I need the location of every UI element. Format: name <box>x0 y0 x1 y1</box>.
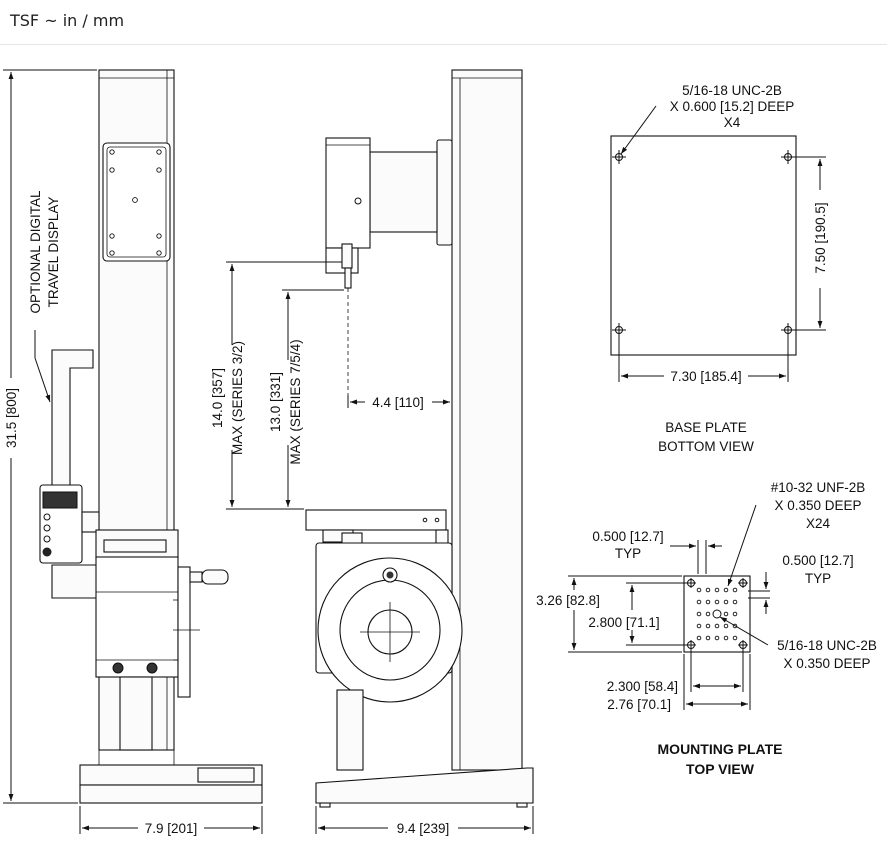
mount-outer-height: 3.26 [82.8] <box>536 593 600 608</box>
mount-thread-hole <box>714 599 720 605</box>
front-view <box>39 69 263 804</box>
page-title: TSF ~ in / mm <box>10 11 125 30</box>
base-plate <box>610 135 797 356</box>
mount-inner-height: 2.800 [71.1] <box>588 615 659 630</box>
throat-dim: 4.4 [110] <box>372 395 424 410</box>
side-width-dim: 9.4 [239] <box>397 821 450 836</box>
mounting-plate <box>683 575 751 653</box>
front-handwheel <box>177 566 191 698</box>
mount-corner-note-1: 5/16-18 UNC-2B <box>777 638 877 653</box>
pitch-left-typ: TYP <box>615 546 641 561</box>
header-divider <box>0 44 887 45</box>
mount-thread-hole <box>723 635 729 641</box>
handwheel-knob <box>201 569 229 585</box>
mount-title-2: TOP VIEW <box>686 761 755 777</box>
mount-outer-width: 2.76 [70.1] <box>607 697 671 712</box>
mount-thread-hole <box>705 623 711 629</box>
mount-thread-hole <box>705 635 711 641</box>
front-carriage <box>95 556 179 678</box>
series32-label: MAX (SERIES 3/2) <box>230 341 245 455</box>
head-block <box>325 137 371 249</box>
pitch-right-value: 0.500 [12.7] <box>782 553 853 568</box>
base-hole-note-3: X4 <box>724 115 741 130</box>
head-flange <box>436 139 453 246</box>
mount-thread-hole <box>723 623 729 629</box>
mount-thread-hole <box>696 599 702 605</box>
mounting-plate-view: #10-32 UNF-2B X 0.350 DEEP X24 0.500 [12… <box>536 480 877 777</box>
mount-thread-hole <box>696 623 702 629</box>
mount-thread-hole <box>732 635 738 641</box>
mount-thread-hole <box>705 599 711 605</box>
side-view <box>305 69 534 808</box>
mount-inner-width: 2.300 [58.4] <box>607 679 678 694</box>
mount-thread-hole <box>732 587 738 593</box>
base-hole-note-1: 5/16-18 UNC-2B <box>682 83 782 98</box>
mount-thread-hole <box>732 599 738 605</box>
head-body <box>369 151 438 233</box>
front-dimensions: 31.5 [800] 7.9 [201] OPTIONAL DIGITAL TR… <box>3 69 263 836</box>
base-height-dim: 7.50 [190.5] <box>813 202 828 273</box>
side-base <box>315 767 534 804</box>
mount-thread-hole <box>714 587 720 593</box>
side-column <box>451 69 523 771</box>
display-label-line1: OPTIONAL DIGITAL <box>28 190 43 314</box>
mount-thread-hole <box>714 635 720 641</box>
mount-thread-hole <box>705 611 711 617</box>
mount-thread-hole <box>723 599 729 605</box>
display-label-line2: TRAVEL DISPLAY <box>46 197 61 308</box>
base-title-2: BOTTOM VIEW <box>658 439 754 454</box>
mount-thread-hole <box>696 587 702 593</box>
base-hole-note-2: X 0.600 [15.2] DEEP <box>670 99 795 114</box>
mount-thread-hole <box>705 587 711 593</box>
mount-thread-note-1: #10-32 UNF-2B <box>771 480 866 495</box>
pitch-right-typ: TYP <box>805 571 831 586</box>
front-base <box>79 784 263 804</box>
mount-thread-note-2: X 0.350 DEEP <box>774 498 861 513</box>
mount-thread-hole <box>732 611 738 617</box>
mount-thread-hole <box>696 611 702 617</box>
mount-thread-hole <box>723 587 729 593</box>
mount-title-1: MOUNTING PLATE <box>658 741 783 757</box>
mount-thread-hole <box>696 635 702 641</box>
side-dimensions: 14.0 [357] MAX (SERIES 3/2) 13.0 [331] M… <box>210 261 534 836</box>
series754-label: MAX (SERIES 7/5/4) <box>288 339 303 464</box>
mount-thread-note-3: X24 <box>806 516 831 531</box>
mount-thread-hole <box>732 623 738 629</box>
front-width-dim: 7.9 [201] <box>145 821 198 836</box>
probe-tip <box>344 267 352 289</box>
series32-value: 14.0 [357] <box>210 368 225 428</box>
test-table <box>305 509 447 531</box>
mount-thread-hole <box>714 623 720 629</box>
base-plate-view: 5/16-18 UNC-2B X 0.600 [15.2] DEEP X4 7.… <box>610 83 828 454</box>
base-width-dim: 7.30 [185.4] <box>670 369 741 384</box>
mount-corner-note-2: X 0.350 DEEP <box>783 656 870 671</box>
series754-value: 13.0 [331] <box>268 372 283 432</box>
base-title-1: BASE PLATE <box>665 420 747 435</box>
front-height-dim: 31.5 [800] <box>4 388 19 448</box>
pitch-left-value: 0.500 [12.7] <box>592 529 663 544</box>
display-arm <box>51 349 94 488</box>
mount-thread-hole <box>723 611 729 617</box>
